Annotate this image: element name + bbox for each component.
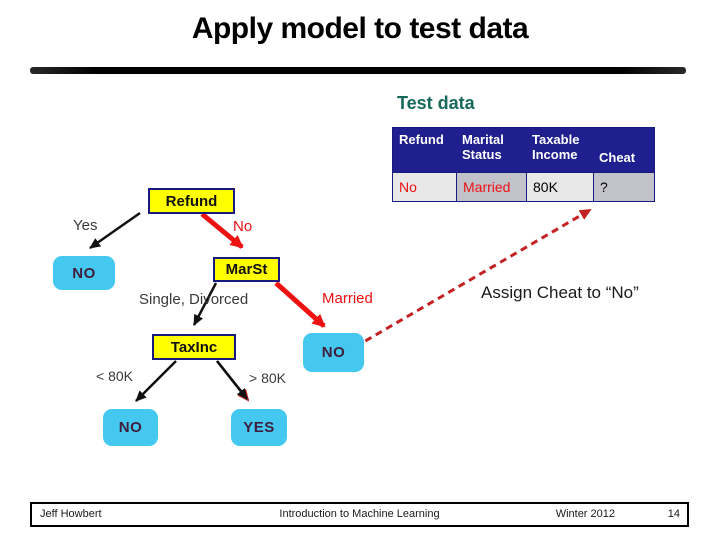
tree-node-marst: MarSt	[213, 257, 280, 282]
leaf-node-yes-gt80k: YES	[231, 409, 287, 446]
footer-bar: Jeff Howbert Introduction to Machine Lea…	[30, 502, 689, 527]
tree-node-taxinc: TaxInc	[152, 334, 236, 360]
header-cell-cheat: Cheat	[599, 150, 636, 165]
test-data-label: Test data	[397, 93, 475, 113]
table-header-row: Refund Marital Status Taxable Income Che…	[393, 128, 654, 172]
slide-title: Apply model to test data	[191, 12, 529, 45]
footer-page-number: 14	[667, 508, 680, 520]
assign-cheat-annotation: Assign Cheat to “No”	[481, 283, 639, 302]
edge-taxinc-lt80k	[135, 360, 177, 402]
leaf-node-no-married: NO	[303, 333, 364, 372]
branch-label-no: No	[233, 218, 253, 235]
branch-label-lt-80k: < 80K	[96, 368, 133, 384]
test-data-table: Refund Marital Status Taxable Income Che…	[392, 127, 655, 202]
header-cell-taxable-income: Taxable Income	[532, 132, 580, 162]
branch-label-married: Married	[322, 290, 373, 307]
footer-term: Winter 2012	[555, 508, 615, 520]
cell-marital-status-value: Married	[456, 172, 526, 201]
edge-marst-married	[274, 281, 326, 328]
leaf-node-no-refund-yes: NO	[53, 256, 115, 290]
header-cell-marital-status: Marital Status	[462, 132, 504, 162]
edge-taxinc-gt80k	[216, 360, 250, 402]
branch-label-gt-80k: > 80K	[249, 370, 286, 386]
edge-refund-yes	[89, 211, 141, 250]
cell-taxable-income-value: 80K	[526, 172, 593, 201]
cell-refund-value: No	[393, 172, 456, 201]
branch-label-single-divorced: Single, Divorced	[139, 291, 249, 308]
prediction-dashed-arrow	[354, 208, 592, 349]
branch-label-yes: Yes	[73, 217, 98, 234]
table-data-row: No Married 80K ?	[393, 172, 654, 201]
footer-author: Jeff Howbert	[40, 508, 102, 520]
leaf-node-no-lt80k: NO	[103, 409, 158, 446]
footer-course-title: Introduction to Machine Learning	[279, 508, 440, 520]
tree-node-refund: Refund	[148, 188, 235, 214]
title-divider-bar	[30, 67, 686, 74]
edge-taxinc-gt80k-line	[216, 360, 248, 400]
cell-cheat-value: ?	[593, 172, 654, 201]
header-cell-refund: Refund	[399, 132, 444, 147]
